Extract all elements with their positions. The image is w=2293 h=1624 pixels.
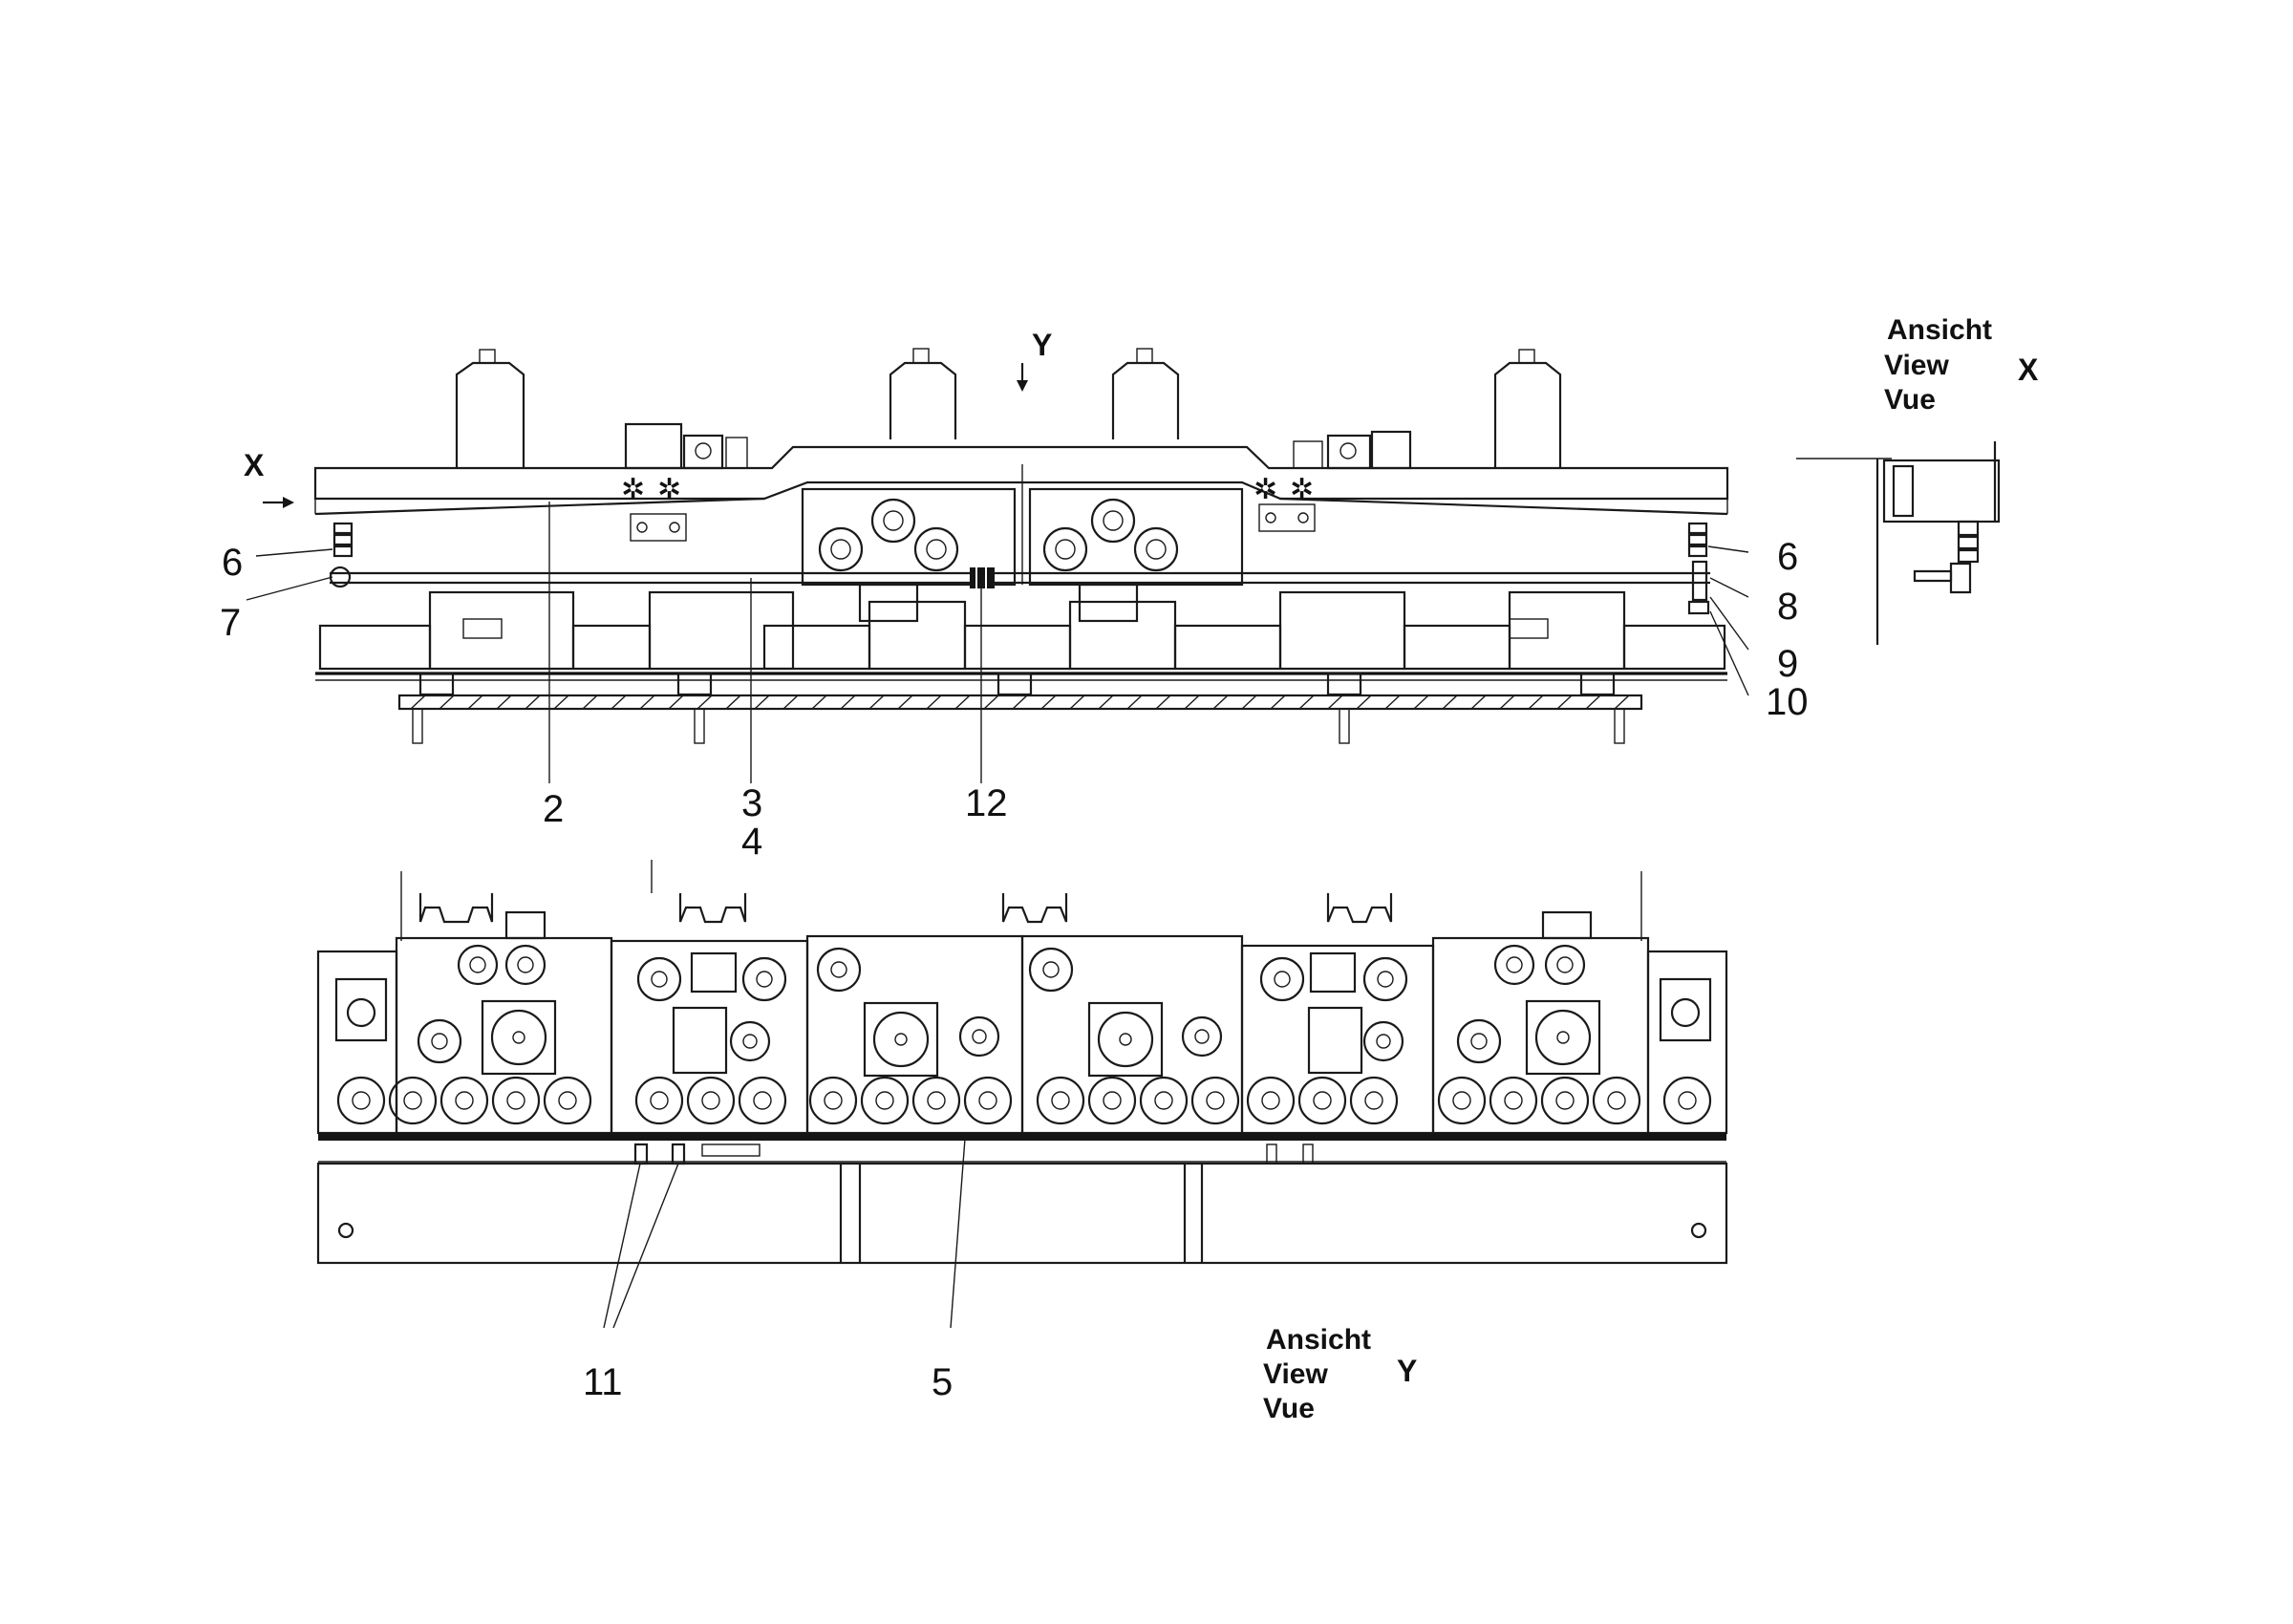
base-plate <box>397 672 1643 744</box>
svg-text:✲: ✲ <box>1290 474 1314 505</box>
labels: 2 3 4 12 6 7 6 8 9 10 11 5 X Y Ansicht V… <box>220 314 2039 1424</box>
end-fittings <box>329 522 1710 615</box>
base-rail <box>316 1133 1728 1265</box>
view-y-letter: Y <box>1397 1354 1417 1388</box>
callout-6-right: 6 <box>1777 536 1798 578</box>
callout-4: 4 <box>741 821 762 863</box>
lower-blocks <box>315 583 1727 681</box>
svg-text:✲: ✲ <box>1254 474 1277 505</box>
view-y-vue: Vue <box>1263 1393 1315 1424</box>
callout-7: 7 <box>220 602 241 644</box>
side-elevation-view: ✲ ✲ ✲ ✲ <box>246 348 1749 783</box>
view-x-detail <box>1796 441 2001 645</box>
callout-10: 10 <box>1766 681 1809 723</box>
callout-11: 11 <box>583 1361 623 1403</box>
view-x-view: View <box>1884 350 1949 381</box>
callout-5: 5 <box>932 1361 953 1403</box>
forks <box>400 860 1642 941</box>
plan-view-y <box>316 860 1728 1329</box>
view-arrows <box>263 363 1028 508</box>
main-beam: ✲ ✲ ✲ ✲ <box>313 445 1729 585</box>
view-y-view: View <box>1263 1358 1328 1390</box>
svg-text:✲: ✲ <box>657 474 681 505</box>
callout-2: 2 <box>543 788 564 830</box>
top-cylinders <box>455 348 1562 468</box>
view-y-ansicht: Ansicht <box>1266 1324 1371 1356</box>
view-x-ansicht: Ansicht <box>1887 314 1992 346</box>
svg-text:✲: ✲ <box>621 474 645 505</box>
upper-fittings <box>346 944 1701 1078</box>
valve-circles <box>336 1076 1712 1125</box>
view-x-vue: Vue <box>1884 384 1936 416</box>
x-view-marker: X <box>244 448 265 482</box>
view-x-letter: X <box>2018 353 2039 387</box>
pipe-rod <box>330 567 1710 588</box>
leader-lines <box>246 502 1749 783</box>
callout-12: 12 <box>965 782 1008 824</box>
callout-9: 9 <box>1777 643 1798 685</box>
y-view-marker: Y <box>1032 328 1052 362</box>
callout-8: 8 <box>1777 586 1798 628</box>
leader-lines-y <box>603 1138 966 1329</box>
callout-3: 3 <box>741 782 762 824</box>
callout-6-left: 6 <box>222 542 243 584</box>
